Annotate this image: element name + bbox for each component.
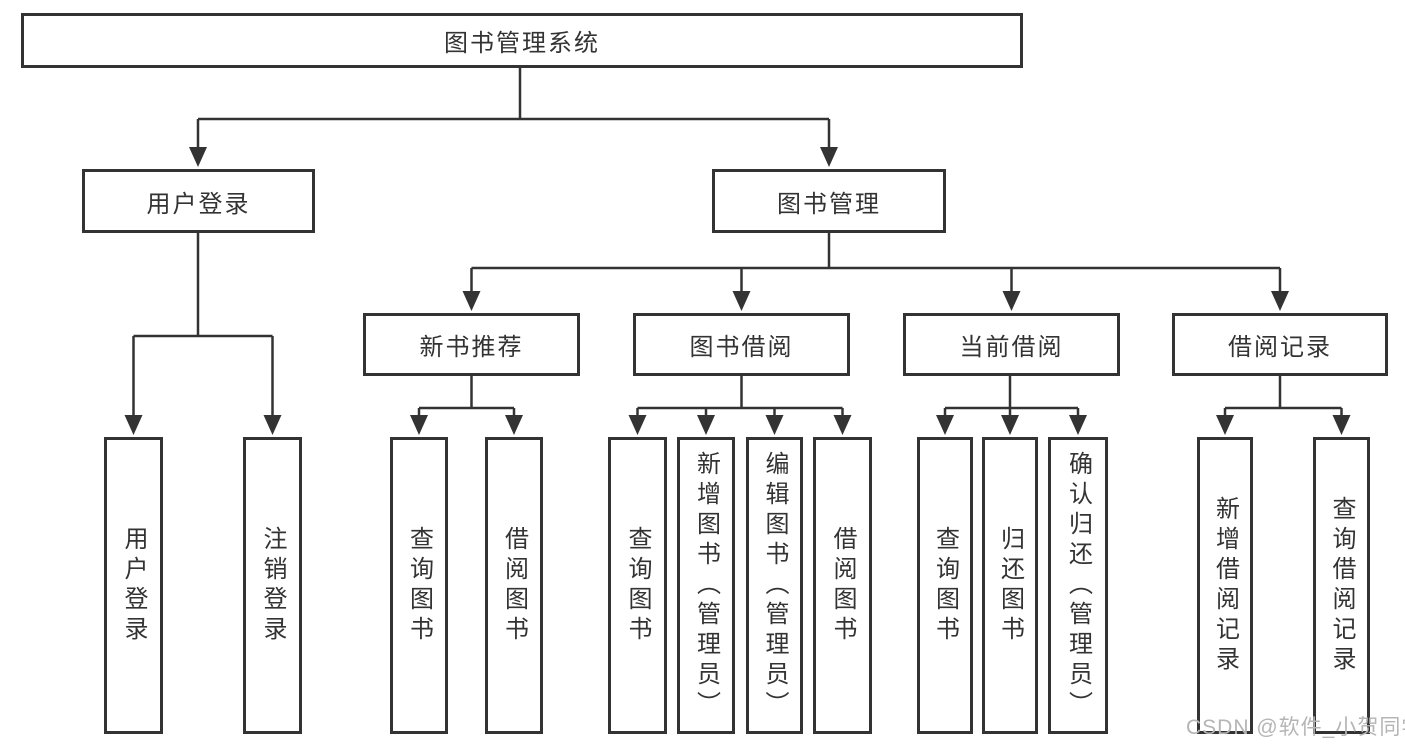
leaf-label: 用户登录 [120,525,147,646]
node-root: 图书管理系统 [21,13,1023,68]
arrowhead-icon [732,291,751,311]
leaf-label: 借阅图书 [829,525,856,646]
node-label: 借阅记录 [1228,334,1332,361]
leaf-label: 确认归还（管理员） [1064,450,1092,721]
edge-root-to-level2 [196,68,831,149]
leaf-add-borrow-record: 新增借阅记录 [1197,437,1253,734]
arrowhead-icon [1332,415,1351,435]
node-current-borrow: 当前借阅 [903,313,1120,376]
leaf-label: 新增图书（管理员） [692,450,720,721]
arrowhead-icon [1002,291,1021,311]
arrowhead-icon [189,147,207,167]
node-root-label: 图书管理系统 [444,30,600,57]
watermark: CSDN @软件_小贺同学 [1186,716,1405,739]
edge-userlogin-to-leaves [132,233,274,417]
arrowhead-icon [1069,415,1087,435]
arrowhead-icon [462,291,481,311]
tree-edges [132,68,1343,417]
arrowhead-icon [833,415,852,435]
leaf-query-borrow-record: 查询借阅记录 [1313,437,1370,734]
arrowhead-icon [697,415,715,435]
leaf-label: 查询图书 [405,525,433,646]
leaf-label: 查询图书 [624,525,651,646]
leaf-query-books-3: 查询图书 [917,437,973,734]
leaf-confirm-return-admin: 确认归还（管理员） [1048,437,1108,734]
leaf-borrow-books-1: 借阅图书 [485,437,543,734]
node-label: 图书管理 [777,190,881,218]
leaf-edit-book-admin: 编辑图书（管理员） [746,437,803,734]
arrowhead-icon [628,415,647,435]
leaf-return-book: 归还图书 [982,437,1038,734]
leaf-add-book-admin: 新增图书（管理员） [677,437,735,734]
arrowhead-icon [263,415,282,435]
node-label: 当前借阅 [959,334,1064,361]
arrowhead-icon [1216,415,1234,435]
leaf-label: 归还图书 [996,525,1024,646]
arrowhead-icon [1001,415,1019,435]
node-book-borrow: 图书借阅 [633,313,850,376]
arrowhead-icon [505,415,523,435]
leaf-logout: 注销登录 [243,437,302,734]
arrowheads [124,147,1351,435]
leaf-label: 新增借阅记录 [1211,495,1239,676]
leaf-label: 查询图书 [931,525,959,646]
leaf-label: 借阅图书 [500,525,528,646]
edge-bookmgmt-to-level3 [470,233,1282,293]
leaf-label: 编辑图书（管理员） [761,450,788,721]
arrowhead-icon [820,147,838,167]
node-new-book-recommend: 新书推荐 [363,313,580,376]
arrowhead-icon [1271,291,1289,311]
node-label: 用户登录 [146,190,251,218]
leaf-label: 查询借阅记录 [1328,495,1355,676]
leaf-query-books-1: 查询图书 [390,437,448,734]
arrowhead-icon [410,415,428,435]
node-borrow-records: 借阅记录 [1172,313,1388,376]
leaf-query-books-2: 查询图书 [608,437,667,734]
arrowhead-icon [765,415,784,435]
arrowhead-icon [124,415,143,435]
node-label: 新书推荐 [419,334,524,361]
leaf-borrow-books-2: 借阅图书 [813,437,872,734]
node-book-management: 图书管理 [712,169,946,233]
edge-level3-to-leaves [417,376,1343,417]
node-label: 图书借阅 [689,334,794,361]
leaf-label: 注销登录 [259,525,286,646]
leaf-user-login: 用户登录 [104,437,163,734]
arrowhead-icon [936,415,954,435]
node-user-login: 用户登录 [82,169,315,233]
